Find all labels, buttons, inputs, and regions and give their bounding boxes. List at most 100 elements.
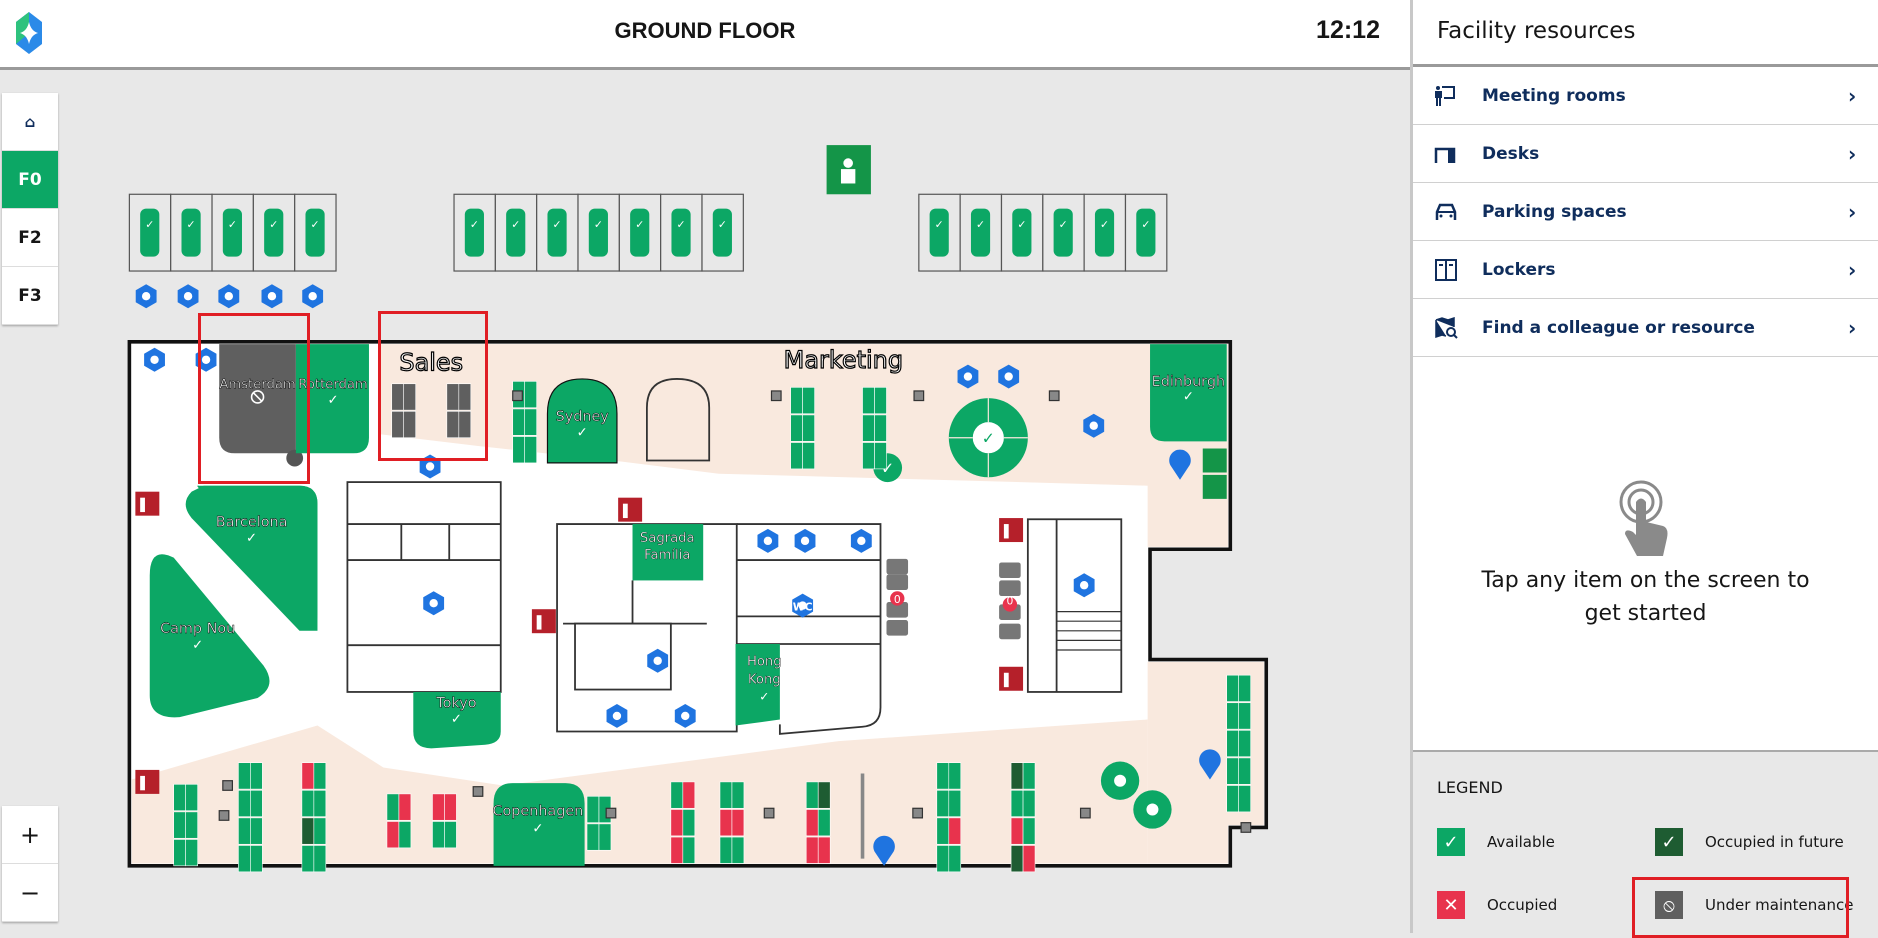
parking-space[interactable]: ✓ xyxy=(1083,193,1127,272)
desk[interactable] xyxy=(862,442,875,470)
pod-2[interactable] xyxy=(1133,790,1172,829)
locker[interactable] xyxy=(886,558,909,575)
desk[interactable] xyxy=(670,836,684,864)
room-rotterdam[interactable]: Rotterdam ✓ xyxy=(295,344,369,454)
locker[interactable] xyxy=(999,623,1021,640)
desk[interactable] xyxy=(1022,789,1036,817)
desk[interactable] xyxy=(731,809,745,837)
desk[interactable] xyxy=(731,836,745,864)
room-amsterdam[interactable]: Amsterdam xyxy=(219,344,304,467)
desk[interactable] xyxy=(512,436,526,464)
parking-space[interactable]: ✓ xyxy=(959,193,1003,272)
desk[interactable] xyxy=(185,783,198,811)
pod-1[interactable] xyxy=(1100,761,1140,800)
parking-space[interactable]: ✓ xyxy=(252,193,296,272)
parking-space[interactable]: ✓ xyxy=(1000,193,1044,272)
room-sydney[interactable]: Sydney ✓ xyxy=(546,378,618,464)
desk[interactable] xyxy=(874,442,887,470)
desk[interactable] xyxy=(817,809,831,837)
desk[interactable] xyxy=(1022,817,1036,845)
parking-space[interactable]: ✓ xyxy=(211,193,254,272)
desk[interactable] xyxy=(238,762,251,790)
desk[interactable] xyxy=(1238,674,1251,702)
desk[interactable] xyxy=(936,789,950,817)
floor-f3-button[interactable]: F3 xyxy=(2,267,58,325)
desk[interactable] xyxy=(432,793,445,821)
desk[interactable] xyxy=(731,781,745,809)
room-hong-kong[interactable]: Hong Kong ✓ xyxy=(735,643,782,726)
parking-space[interactable]: ✓ xyxy=(618,193,662,272)
desk[interactable] xyxy=(805,809,819,837)
desk[interactable] xyxy=(936,845,950,873)
desk[interactable] xyxy=(862,387,875,415)
floor-f0-button[interactable]: F0 xyxy=(2,151,58,209)
desk[interactable] xyxy=(805,836,819,864)
desk[interactable] xyxy=(790,414,803,442)
desk[interactable] xyxy=(301,845,315,873)
floor-map[interactable]: Amsterdam Rotterdam ✓ Barcelona ✓ Camp N… xyxy=(0,0,1410,933)
desk[interactable] xyxy=(524,408,537,436)
desk[interactable] xyxy=(173,811,186,839)
desk[interactable] xyxy=(817,781,831,809)
locker[interactable] xyxy=(999,562,1021,579)
desk[interactable] xyxy=(1226,757,1239,785)
desk[interactable] xyxy=(1238,730,1251,758)
desk[interactable] xyxy=(586,823,600,851)
desk[interactable] xyxy=(403,411,416,439)
desk[interactable] xyxy=(598,823,612,851)
desk[interactable] xyxy=(670,781,684,809)
desk[interactable] xyxy=(1238,702,1251,730)
home-button[interactable]: ⌂ xyxy=(2,93,58,151)
desk[interactable] xyxy=(313,762,327,790)
desk[interactable] xyxy=(1226,785,1239,813)
desk[interactable] xyxy=(790,442,803,470)
desk[interactable] xyxy=(185,839,198,867)
desk[interactable] xyxy=(238,789,251,817)
desk[interactable] xyxy=(682,809,696,837)
desk[interactable] xyxy=(586,795,600,823)
desk[interactable] xyxy=(1022,762,1036,790)
desk[interactable] xyxy=(862,414,875,442)
parking-space[interactable]: ✓ xyxy=(170,193,213,272)
room-sagrada-familia[interactable]: Sagrada Família xyxy=(632,524,704,581)
desk[interactable] xyxy=(948,845,962,873)
desk[interactable] xyxy=(802,442,815,470)
resource-lockers[interactable]: Lockers › xyxy=(1413,241,1878,299)
desk[interactable] xyxy=(948,789,962,817)
desk[interactable] xyxy=(458,411,472,439)
locker[interactable] xyxy=(886,574,909,591)
parking-space[interactable]: ✓ xyxy=(536,193,579,272)
desk[interactable] xyxy=(524,436,537,464)
desk[interactable] xyxy=(817,836,831,864)
resource-parking-spaces[interactable]: Parking spaces › xyxy=(1413,183,1878,241)
desk[interactable] xyxy=(250,789,263,817)
desk[interactable] xyxy=(1226,702,1239,730)
desk[interactable] xyxy=(386,821,400,849)
desk[interactable] xyxy=(682,836,696,864)
desk[interactable] xyxy=(874,387,887,415)
desk[interactable] xyxy=(719,836,733,864)
desk[interactable] xyxy=(936,817,950,845)
desk[interactable] xyxy=(719,809,733,837)
room-edinburgh[interactable]: Edinburgh ✓ xyxy=(1150,344,1227,442)
desk[interactable] xyxy=(1022,845,1036,873)
desk[interactable] xyxy=(173,783,186,811)
desk[interactable] xyxy=(250,845,263,873)
desk[interactable] xyxy=(398,821,412,849)
parking-space[interactable]: ✓ xyxy=(494,193,538,272)
desk[interactable] xyxy=(301,817,315,845)
round-table-pod[interactable]: ✓ xyxy=(948,398,1028,478)
resource-meeting-rooms[interactable]: Meeting rooms › xyxy=(1413,67,1878,125)
desk[interactable] xyxy=(250,817,263,845)
desk[interactable] xyxy=(790,387,803,415)
desk[interactable] xyxy=(458,383,472,411)
desk[interactable] xyxy=(1010,789,1024,817)
desk[interactable] xyxy=(1238,757,1251,785)
desk[interactable] xyxy=(432,821,445,849)
desk[interactable] xyxy=(313,789,327,817)
desk[interactable] xyxy=(386,793,400,821)
desk[interactable] xyxy=(874,414,887,442)
parking-space[interactable]: ✓ xyxy=(453,193,496,272)
desk[interactable] xyxy=(1010,817,1024,845)
desk[interactable] xyxy=(1010,845,1024,873)
